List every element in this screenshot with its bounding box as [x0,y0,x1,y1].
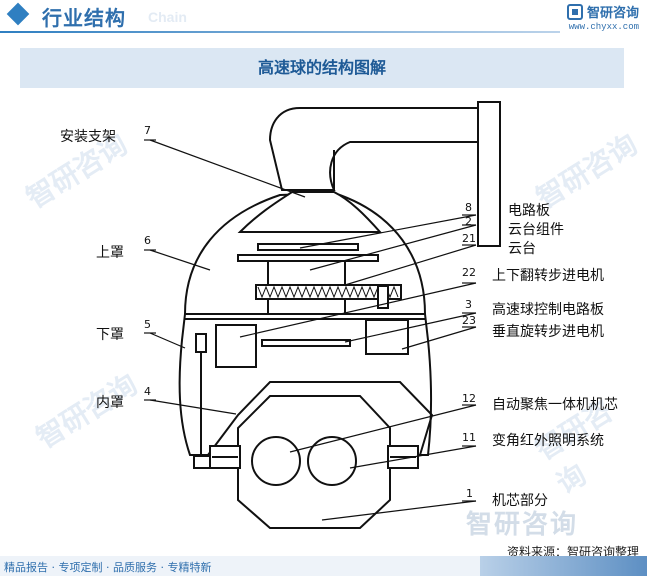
label-pan-motor: 垂直旋转步进电机 [492,324,604,340]
diagram-caption: 高速球的结构图解 [257,58,386,77]
num-23: 23 [462,314,476,327]
label-control-board: 高速球控制电路板 [492,302,604,318]
num-12: 12 [462,392,476,405]
brand-url: www.chyxx.com [568,22,639,32]
page-header: 行业结构 Chain [0,0,647,34]
label-tilt-motor: 上下翻转步进电机 [492,268,604,284]
lens-left [251,436,301,486]
leader-lines [149,139,477,521]
label-upper-cover: 上罩 [96,245,124,261]
footer-services: 精品报告 · 专项定制 · 品质服务 · 专精特新 [4,561,212,574]
right-motor-box [365,319,409,355]
label-ptz-assembly: 云台组件 [508,222,564,238]
num-11: 11 [462,431,476,444]
num-7: 7 [144,124,151,137]
page-title-en: Chain [148,9,187,25]
label-ir-lighting: 变角红外照明系统 [492,433,604,449]
control-board [261,339,351,347]
brand-name: 智研咨询 [586,6,639,21]
page-footer: 精品报告 · 专项定制 · 品质服务 · 专精特新 [0,556,647,576]
label-lower-cover: 下罩 [96,327,124,343]
source-note: 资料来源：智研咨询整理 [506,545,639,559]
mounting-bracket [268,101,501,247]
lens-right [307,436,357,486]
brand-logo: 智研咨询 www.chyxx.com [566,2,639,32]
label-core-module: 机芯部分 [492,493,548,509]
num-2: 2 [465,215,472,228]
label-circuit-board: 电路板 [508,203,550,219]
logo-icon [566,3,583,20]
neck-collar [237,191,383,233]
footer-accent-bar [480,556,647,576]
caption-bar: 高速球的结构图解 [20,48,624,88]
label-inner-cover: 内罩 [96,395,124,411]
num-6: 6 [144,234,151,247]
num-1: 1 [466,487,473,500]
label-af-camera-core: 自动聚焦一体机机芯 [492,397,618,413]
page-title: 行业结构 [42,6,126,30]
num-22: 22 [462,266,476,279]
number-ticks [144,139,476,502]
num-3: 3 [465,298,472,311]
header-rule [0,31,560,33]
brand-watermark: 智研咨询 [466,510,579,540]
left-motor-box [215,324,257,368]
num-5: 5 [144,318,151,331]
label-ptz: 云台 [508,241,536,257]
num-4: 4 [144,385,151,398]
num-8: 8 [465,201,472,214]
label-mounting-bracket: 安装支架 [60,129,116,145]
inner-cover [207,381,434,456]
num-21: 21 [462,232,476,245]
